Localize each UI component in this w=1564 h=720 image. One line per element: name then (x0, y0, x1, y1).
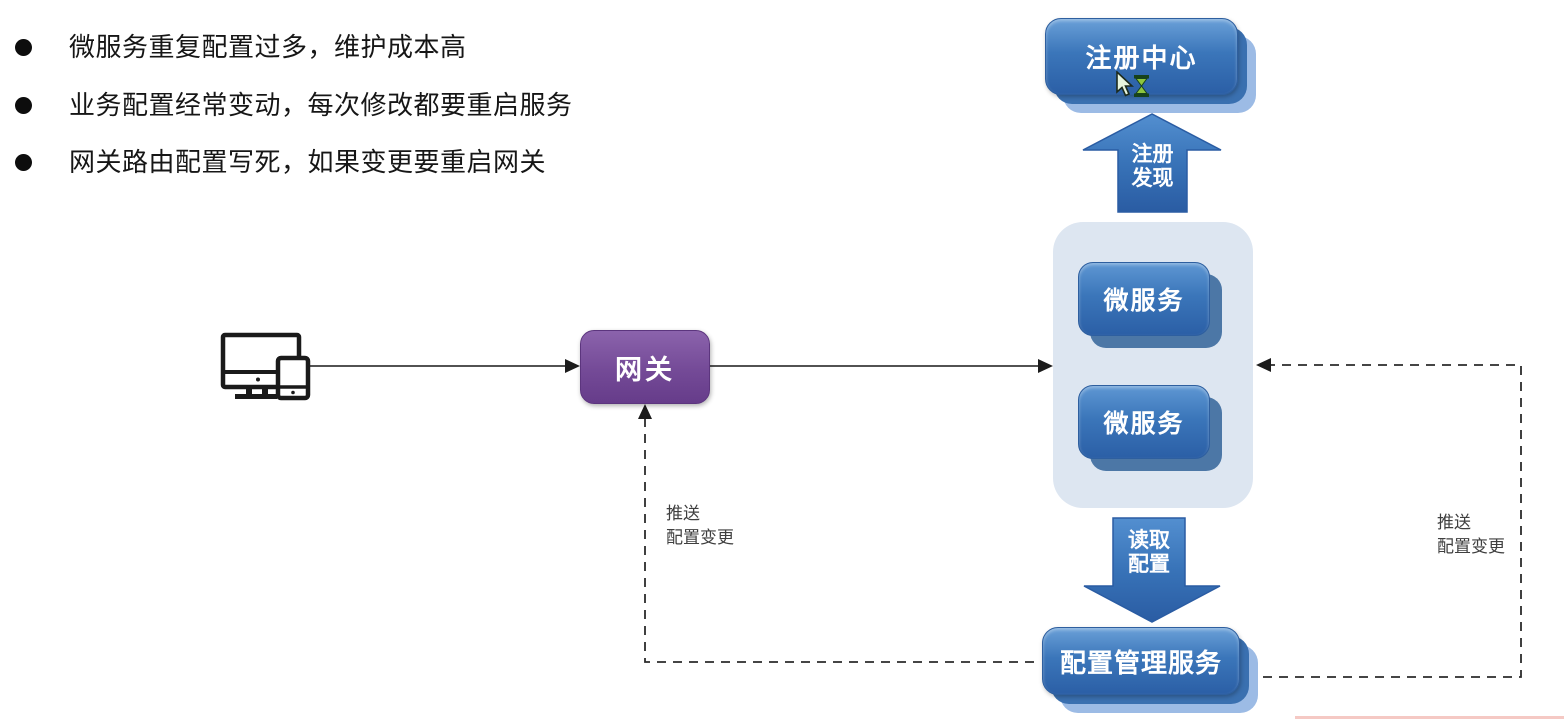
progress-bar-line (1295, 716, 1564, 719)
push-right-line1: 推送 (1437, 513, 1471, 532)
bullet-text: 微服务重复配置过多，维护成本高 (69, 32, 467, 62)
register-label-line1: 注册 (1131, 143, 1174, 166)
config-to-gateway-arrowhead (638, 404, 652, 419)
config-service-node: 配置管理服务 (1042, 627, 1258, 713)
read-label-line2: 配置 (1128, 553, 1170, 576)
bullet-dot (15, 96, 32, 114)
config-to-services-arrowhead (1256, 358, 1271, 372)
bullet-item-1: 微服务重复配置过多，维护成本高 (15, 31, 467, 63)
gateway-to-services-arrowhead (1038, 359, 1053, 373)
push-config-change-label-left: 推送 配置变更 (666, 502, 734, 550)
monitor-and-phone-icon (220, 332, 311, 401)
pointer-with-hourglass-icon (1116, 71, 1149, 97)
microservice-label: 微服务 (1078, 262, 1210, 336)
read-label-line1: 读取 (1128, 529, 1170, 552)
bullet-text: 网关路由配置写死，如果变更要重启网关 (69, 147, 547, 177)
push-config-change-label-right: 推送 配置变更 (1437, 511, 1505, 559)
read-config-label: 读取 配置 (1113, 529, 1185, 577)
gateway-node: 网关 (580, 330, 710, 404)
bullet-item-3: 网关路由配置写死，如果变更要重启网关 (15, 146, 546, 178)
microservice-label: 微服务 (1078, 385, 1210, 459)
bullet-item-2: 业务配置经常变动，每次修改都要重启服务 (15, 89, 573, 121)
push-right-line2: 配置变更 (1437, 537, 1505, 556)
client-to-gateway-arrowhead (565, 359, 580, 373)
bullet-dot (15, 38, 32, 56)
config-service-label: 配置管理服务 (1042, 627, 1240, 695)
microservice-node-1: 微服务 (1078, 262, 1222, 348)
bullet-dot (15, 153, 32, 171)
register-label-line2: 发现 (1131, 167, 1174, 190)
push-left-line2: 配置变更 (666, 528, 734, 547)
register-discover-label: 注册 发现 (1117, 143, 1188, 191)
bullet-text: 业务配置经常变动，每次修改都要重启服务 (69, 90, 573, 120)
microservice-node-2: 微服务 (1078, 385, 1222, 471)
push-left-line1: 推送 (666, 504, 700, 523)
